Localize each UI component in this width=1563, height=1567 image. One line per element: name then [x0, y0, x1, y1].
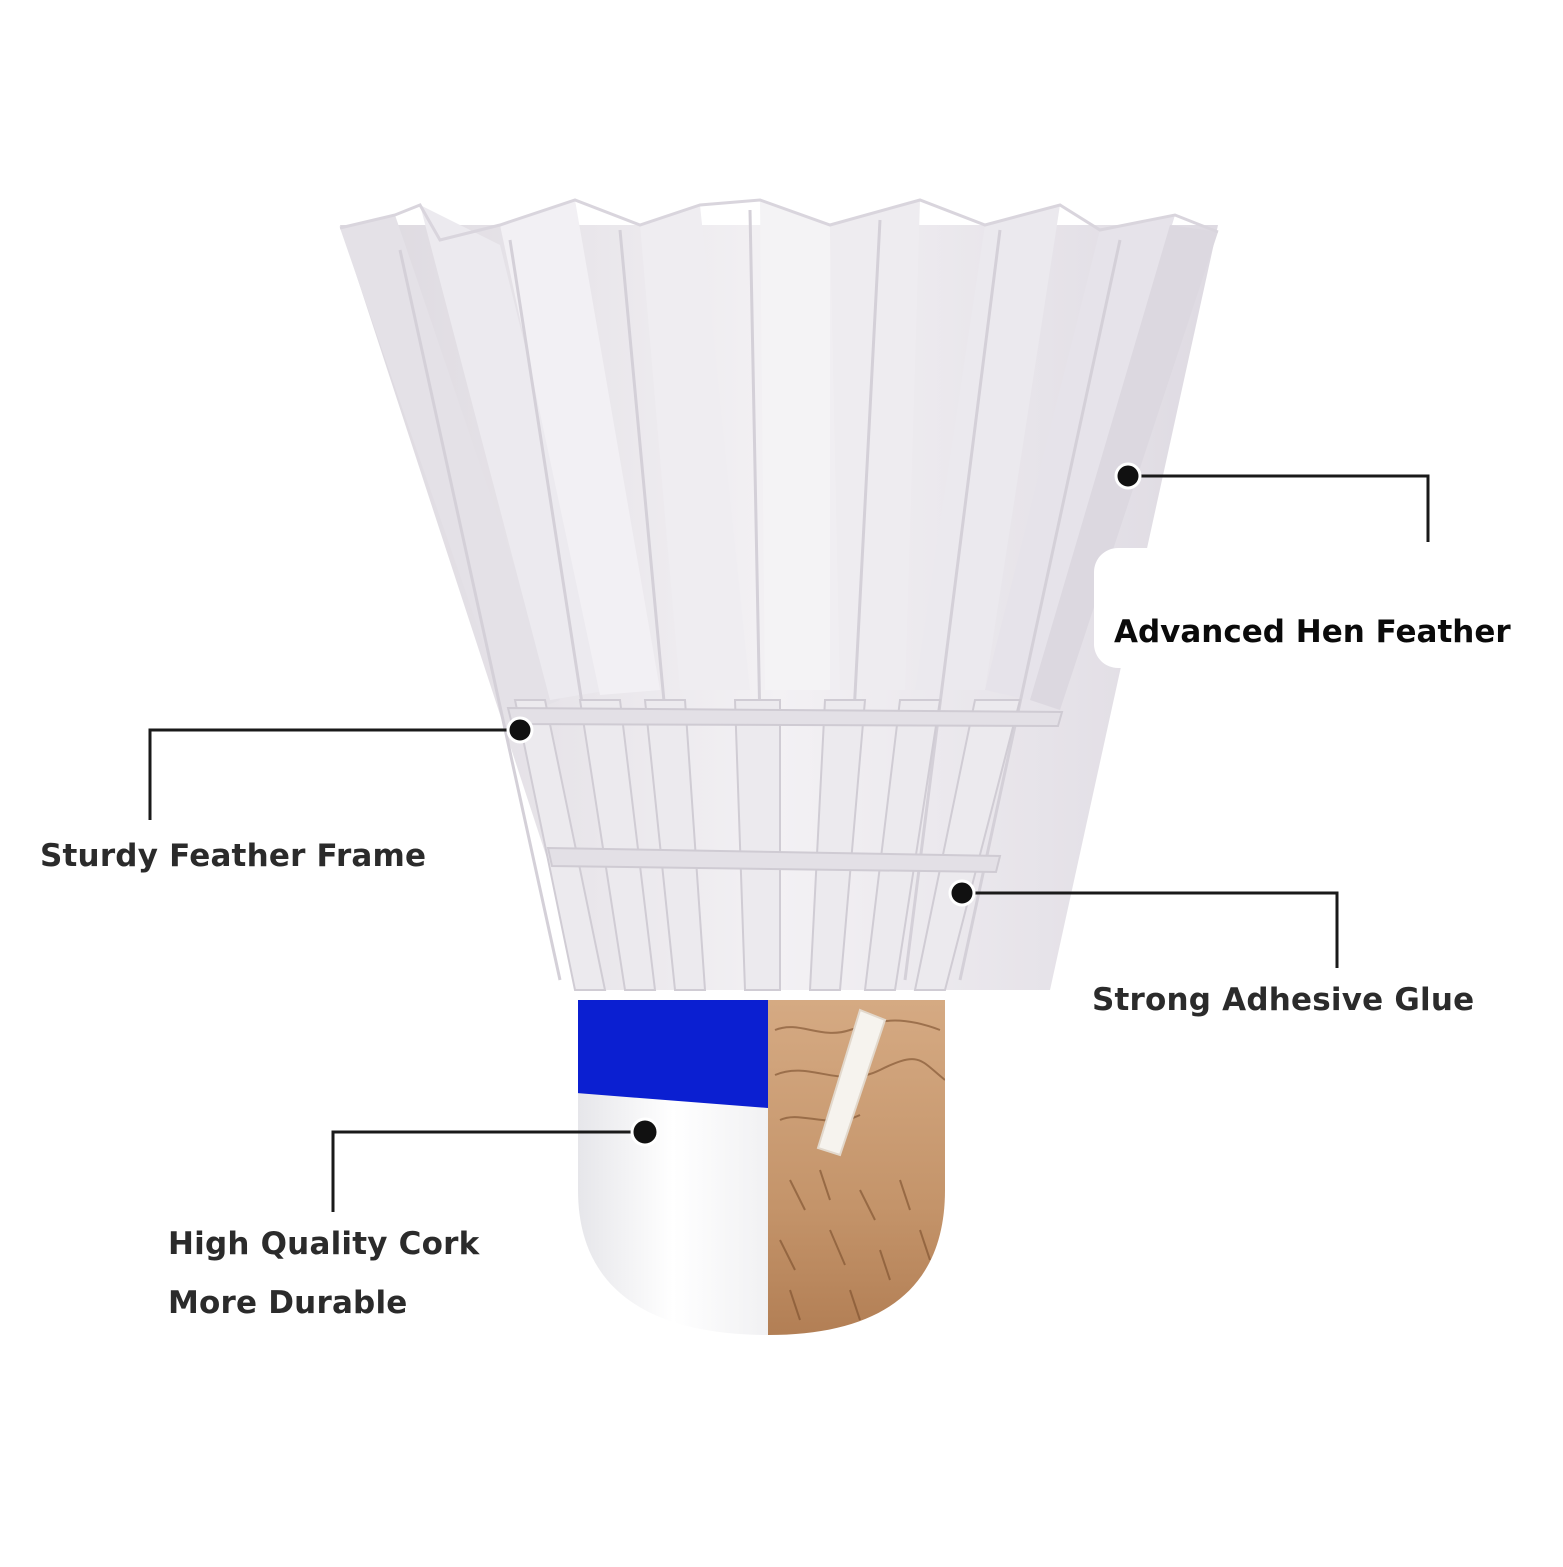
- cork-base: [578, 1000, 945, 1335]
- dot-glue: [948, 879, 976, 907]
- dot-cork: [630, 1117, 660, 1147]
- leader-frame: [148, 728, 520, 820]
- callout-dots: [506, 462, 1142, 1147]
- label-sturdy-feather-frame: Sturdy Feather Frame: [40, 838, 427, 874]
- leader-feather: [1128, 474, 1430, 542]
- dot-frame: [506, 716, 534, 744]
- leader-glue: [962, 891, 1339, 968]
- feather-skirt: [339, 198, 1219, 991]
- label-advanced-hen-feather: Advanced Hen Feather: [1114, 614, 1511, 650]
- label-strong-adhesive-glue: Strong Adhesive Glue: [1092, 982, 1475, 1018]
- leader-cork: [331, 1130, 645, 1212]
- dot-feather: [1114, 462, 1142, 490]
- leader-lines: [148, 474, 1430, 1212]
- label-more-durable: More Durable: [168, 1285, 408, 1321]
- label-high-quality-cork: High Quality Cork: [168, 1226, 480, 1262]
